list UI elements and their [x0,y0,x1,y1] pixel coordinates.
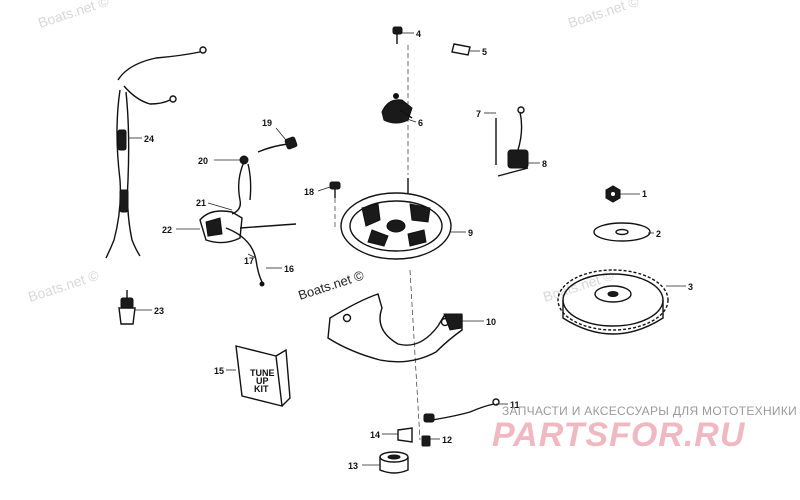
part-24-harness [105,46,207,259]
callout-4: 4 [416,29,421,39]
leader-lines [128,32,686,466]
callout-21: 21 [196,198,206,208]
callout-11: 11 [510,400,520,410]
callout-13: 13 [348,461,358,471]
part-23-spark-plug [118,290,136,325]
callout-8: 8 [542,159,547,169]
part-11-wire [423,398,500,423]
callout-14: 14 [370,430,380,440]
callout-16: 16 [284,264,294,274]
assembly-line-lower [409,269,421,441]
kit-line-1: TUNE [250,368,275,378]
watermark-top-left: Boats.net © [36,0,111,31]
callout-18: 18 [304,187,314,197]
part-3-flywheel [557,269,669,335]
callout-3: 3 [688,282,693,292]
kit-line-2: UP [256,376,269,386]
watermark-top-right: Boats.net © [566,0,641,31]
callout-17: 17 [244,256,254,266]
part-20-clip [231,155,252,215]
part-8-condenser [495,106,529,177]
watermark-right: Boats.net © [541,267,616,305]
callout-6: 6 [418,118,423,128]
part-2-washer [593,222,651,242]
part-18-screw [329,181,341,198]
part-4-screw [392,26,403,44]
part-5-pad [451,43,471,56]
callout-19: 19 [262,118,272,128]
kit-line-3: KIT [254,384,269,394]
brand-tagline: ЗАПЧАСТИ И АКСЕССУАРЫ ДЛЯ МОТОТЕХНИКИ [502,404,798,418]
callout-2: 2 [656,229,661,239]
part-9-stator-plate [340,178,452,260]
part-19-boot [257,136,298,153]
callout-10: 10 [486,317,496,327]
part-17-wire [225,227,265,287]
part-14-plunger [397,427,413,443]
callout-1: 1 [642,189,647,199]
part-6-bracket [381,93,413,124]
brand-logo: PARTSFOR.RU [492,416,746,454]
watermark-left: Boats.net © [26,267,101,305]
part-15-tune-up-kit: TUNE UP KIT [235,345,291,407]
part-1-nut [605,185,621,203]
callout-22: 22 [162,225,172,235]
callout-5: 5 [482,47,487,57]
callout-7: 7 [476,109,481,119]
callout-24: 24 [144,134,154,144]
part-13-bushing [379,451,409,474]
callout-12: 12 [442,435,452,445]
callout-15: 15 [214,366,224,376]
part-12-terminal [421,435,431,447]
watermark-center: Boats.net © [296,267,366,302]
callout-23: 23 [154,306,164,316]
callout-9: 9 [468,228,473,238]
callout-20: 20 [198,156,208,166]
part-10-retainer [327,293,463,363]
part-22-coil [199,210,297,244]
